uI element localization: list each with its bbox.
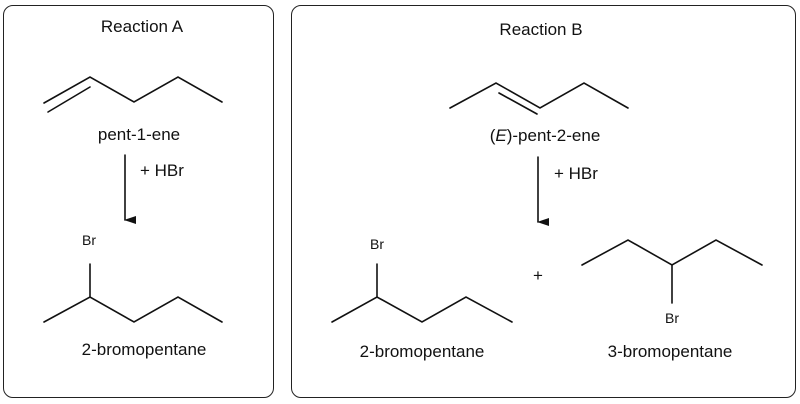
reaction-b-product1-bromine-label: Br: [370, 236, 384, 252]
pent-1-ene-structure: [43, 76, 223, 113]
reaction-a-panel: [3, 5, 274, 398]
reaction-b-panel: [291, 5, 796, 398]
reaction-b-product2-bromine-label: Br: [665, 310, 679, 326]
reaction-b-plus-sign: +: [533, 266, 543, 285]
reaction-a-reagent: + HBr: [140, 161, 184, 180]
stereo-descriptor: E: [495, 126, 507, 145]
reaction-a-reactant-name: pent-1-ene: [97, 125, 181, 144]
reaction-b-reagent: + HBr: [554, 164, 598, 183]
2-bromopentane-structure-b: [331, 263, 513, 323]
3-bromopentane-structure: [581, 239, 763, 304]
reaction-b-reactant-name: (E)-pent-2-ene: [489, 126, 601, 145]
2-bromopentane-structure-a: [43, 263, 223, 323]
reaction-a-title: Reaction A: [100, 17, 184, 36]
reaction-a-bromine-label: Br: [82, 232, 96, 248]
reaction-b-product2-name: 3-bromopentane: [607, 342, 733, 361]
e-pent-2-ene-structure: [449, 82, 629, 115]
reaction-a-product-name: 2-bromopentane: [81, 340, 207, 359]
reactant-name-rest: -pent-2-ene: [512, 126, 601, 145]
reaction-b-title: Reaction B: [499, 20, 583, 39]
reaction-b-product1-name: 2-bromopentane: [359, 342, 485, 361]
